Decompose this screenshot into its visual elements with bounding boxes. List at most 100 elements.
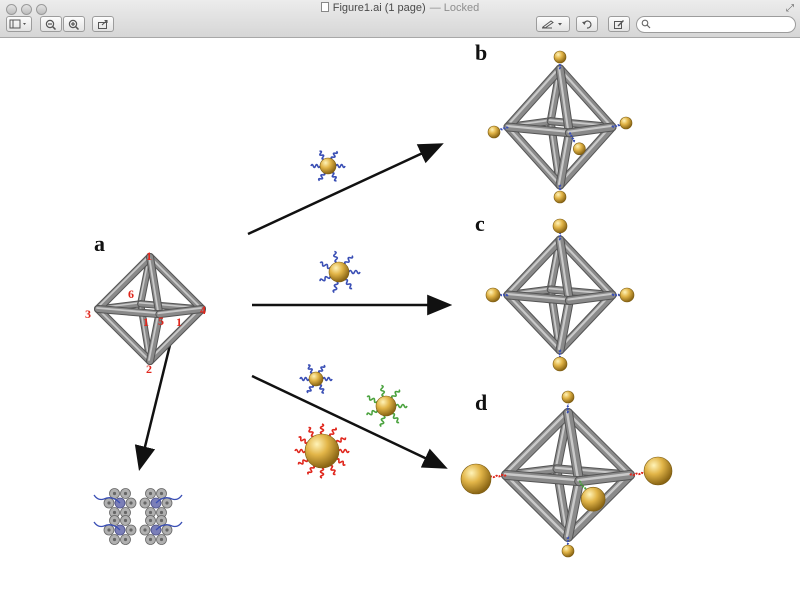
- vertex-label-4: 4: [200, 303, 206, 317]
- dna-tail: [155, 494, 183, 504]
- vertex-label-6: 6: [128, 287, 134, 301]
- helix-core: [129, 528, 133, 532]
- gold-nanoparticle: [561, 544, 575, 558]
- gold-nanoparticle: [319, 157, 337, 175]
- dna-strand: [328, 427, 338, 437]
- rod-highlight: [557, 124, 613, 186]
- dna-tail: [93, 521, 121, 531]
- window-title: Figure1.ai (1 page)— Locked: [0, 2, 800, 14]
- edit-button[interactable]: [608, 16, 630, 32]
- panel-label-d: d: [475, 390, 487, 415]
- helix-core: [123, 518, 128, 523]
- dna-strand: [338, 448, 350, 454]
- helix-core: [107, 501, 111, 505]
- helix-core: [159, 518, 164, 523]
- rod-highlight: [567, 124, 613, 133]
- search-input[interactable]: [653, 18, 791, 31]
- close-window-button[interactable]: [6, 4, 17, 15]
- gold-nanoparticle: [308, 371, 324, 387]
- helix-core: [148, 491, 153, 496]
- zoom-in-icon: [68, 19, 80, 30]
- zoom-in-button[interactable]: [63, 16, 85, 32]
- helix-core: [123, 537, 128, 542]
- dna-strand: [336, 457, 346, 467]
- rod-highlight: [96, 307, 150, 361]
- helix-core: [165, 501, 169, 505]
- zoom-out-button[interactable]: [40, 16, 62, 32]
- dna-strand: [310, 163, 321, 169]
- rod-highlight: [505, 292, 561, 351]
- dna-linker: [488, 474, 507, 479]
- rotate-button[interactable]: [576, 16, 598, 32]
- rod-highlight: [503, 410, 569, 476]
- dna-strand: [345, 278, 353, 290]
- sidebar-button[interactable]: [6, 16, 32, 32]
- sidebar-icon: [9, 19, 26, 29]
- rod: [502, 409, 572, 479]
- dna-strand: [332, 281, 339, 294]
- gold-nanoparticle: [375, 395, 397, 417]
- dna-nanoparticle-small-blue: [310, 150, 346, 182]
- vertex-labels: 1 2 3 4 5 6 1 1: [85, 249, 206, 376]
- gold-nanoparticle: [328, 261, 350, 283]
- dna-strand: [319, 467, 325, 479]
- dna-nanoparticle-large-red: [294, 423, 350, 479]
- rod: [565, 123, 616, 137]
- arrow-to-cross-section: [134, 344, 172, 472]
- arrow-to-d: [251, 374, 448, 469]
- rod-highlight: [565, 410, 631, 476]
- panel-label-a: a: [94, 231, 105, 256]
- helix-core: [112, 510, 117, 515]
- helix-core: [123, 510, 128, 515]
- vertex-label-5: 5: [158, 314, 164, 328]
- minimize-window-button[interactable]: [21, 4, 32, 15]
- helix-core: [148, 537, 153, 542]
- rod: [504, 65, 564, 131]
- rod: [556, 291, 616, 354]
- rod-highlight: [148, 255, 202, 309]
- gold-nanoparticle: [619, 287, 635, 303]
- dna-strand: [322, 376, 333, 382]
- dna-strand: [317, 172, 326, 182]
- rod-highlight: [148, 255, 160, 315]
- figure-canvas: a b c d: [0, 39, 800, 605]
- dna-tail: [93, 494, 121, 504]
- zoom-out-icon: [45, 19, 57, 30]
- rod: [504, 236, 564, 299]
- fullscreen-icon[interactable]: ⤢: [786, 3, 794, 14]
- figure-illustration: a b c d: [85, 40, 673, 558]
- share-button[interactable]: [92, 16, 114, 32]
- zoom-window-button[interactable]: [36, 4, 47, 15]
- helix-core: [159, 510, 164, 515]
- gold-nanoparticle: [573, 142, 586, 156]
- rod-highlight: [503, 472, 569, 538]
- rod-highlight: [505, 124, 570, 133]
- octahedron-assembly-c: [485, 218, 635, 372]
- dna-strand: [366, 395, 378, 404]
- dna-strand: [319, 261, 331, 270]
- octahedron-assembly-d: [460, 390, 673, 558]
- window-title-text: Figure1.ai (1 page): [332, 2, 426, 14]
- gold-nanoparticle: [552, 356, 568, 372]
- dna-strand: [379, 415, 386, 428]
- search-icon: [641, 19, 651, 29]
- rod-highlight: [565, 410, 580, 482]
- rod-highlight: [557, 237, 613, 296]
- annotate-button[interactable]: [536, 16, 570, 32]
- vertex-label-1c: 1: [176, 315, 182, 329]
- dna-strand: [348, 269, 361, 275]
- dna-strand: [319, 275, 331, 282]
- dna-strand: [306, 465, 316, 475]
- dna-strand: [306, 384, 315, 394]
- dna-strand: [331, 172, 337, 182]
- reaction-arrows: [134, 143, 453, 472]
- rod-highlight: [505, 237, 561, 296]
- rod-highlight: [148, 312, 160, 361]
- rod-highlight: [557, 237, 570, 301]
- gold-nanoparticle: [643, 456, 673, 486]
- search-field[interactable]: [636, 16, 796, 33]
- helix-core: [159, 491, 164, 496]
- gold-nanoparticle: [619, 116, 633, 130]
- gold-nanoparticle: [485, 287, 501, 303]
- rod: [565, 291, 616, 304]
